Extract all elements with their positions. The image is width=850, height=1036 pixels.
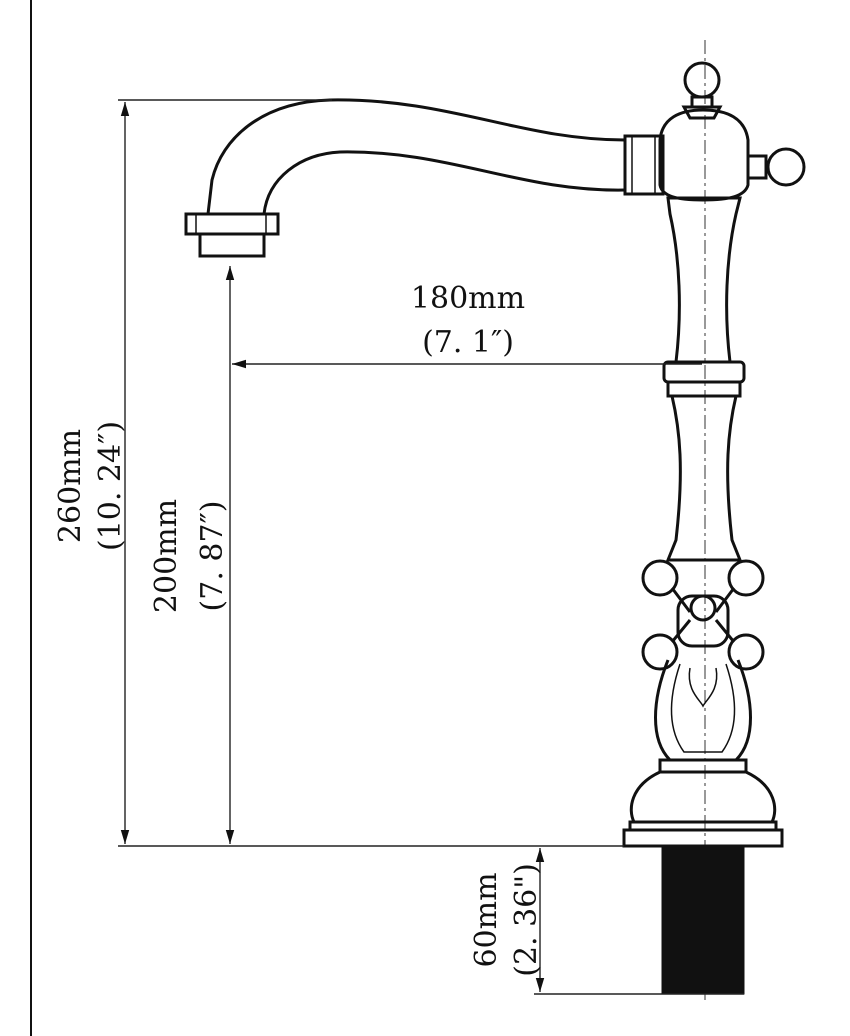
shank-length-dimension: 60mm (2. 36") [469,848,744,995]
total-height-dimension: 260mm (10. 24″) [53,99,332,844]
shank-length-imperial-label: (2. 36") [509,863,544,977]
faucet-outline [184,40,806,1000]
threaded-shank [661,845,745,995]
spout-height-imperial-label: (7. 87″) [195,501,230,612]
shank-length-metric-label: 60mm [469,872,504,967]
spout-reach-metric-label: 180mm [411,281,525,316]
spout-height-metric-label: 200mm [149,499,184,613]
spout-reach-dimension: 180mm (7. 1″) [232,281,702,369]
spout-reach-imperial-label: (7. 1″) [422,325,514,360]
spout-height-dimension: 200mm (7. 87″) [149,266,235,844]
total-height-metric-label: 260mm [53,429,88,543]
total-height-imperial-label: (10. 24″) [93,421,128,551]
